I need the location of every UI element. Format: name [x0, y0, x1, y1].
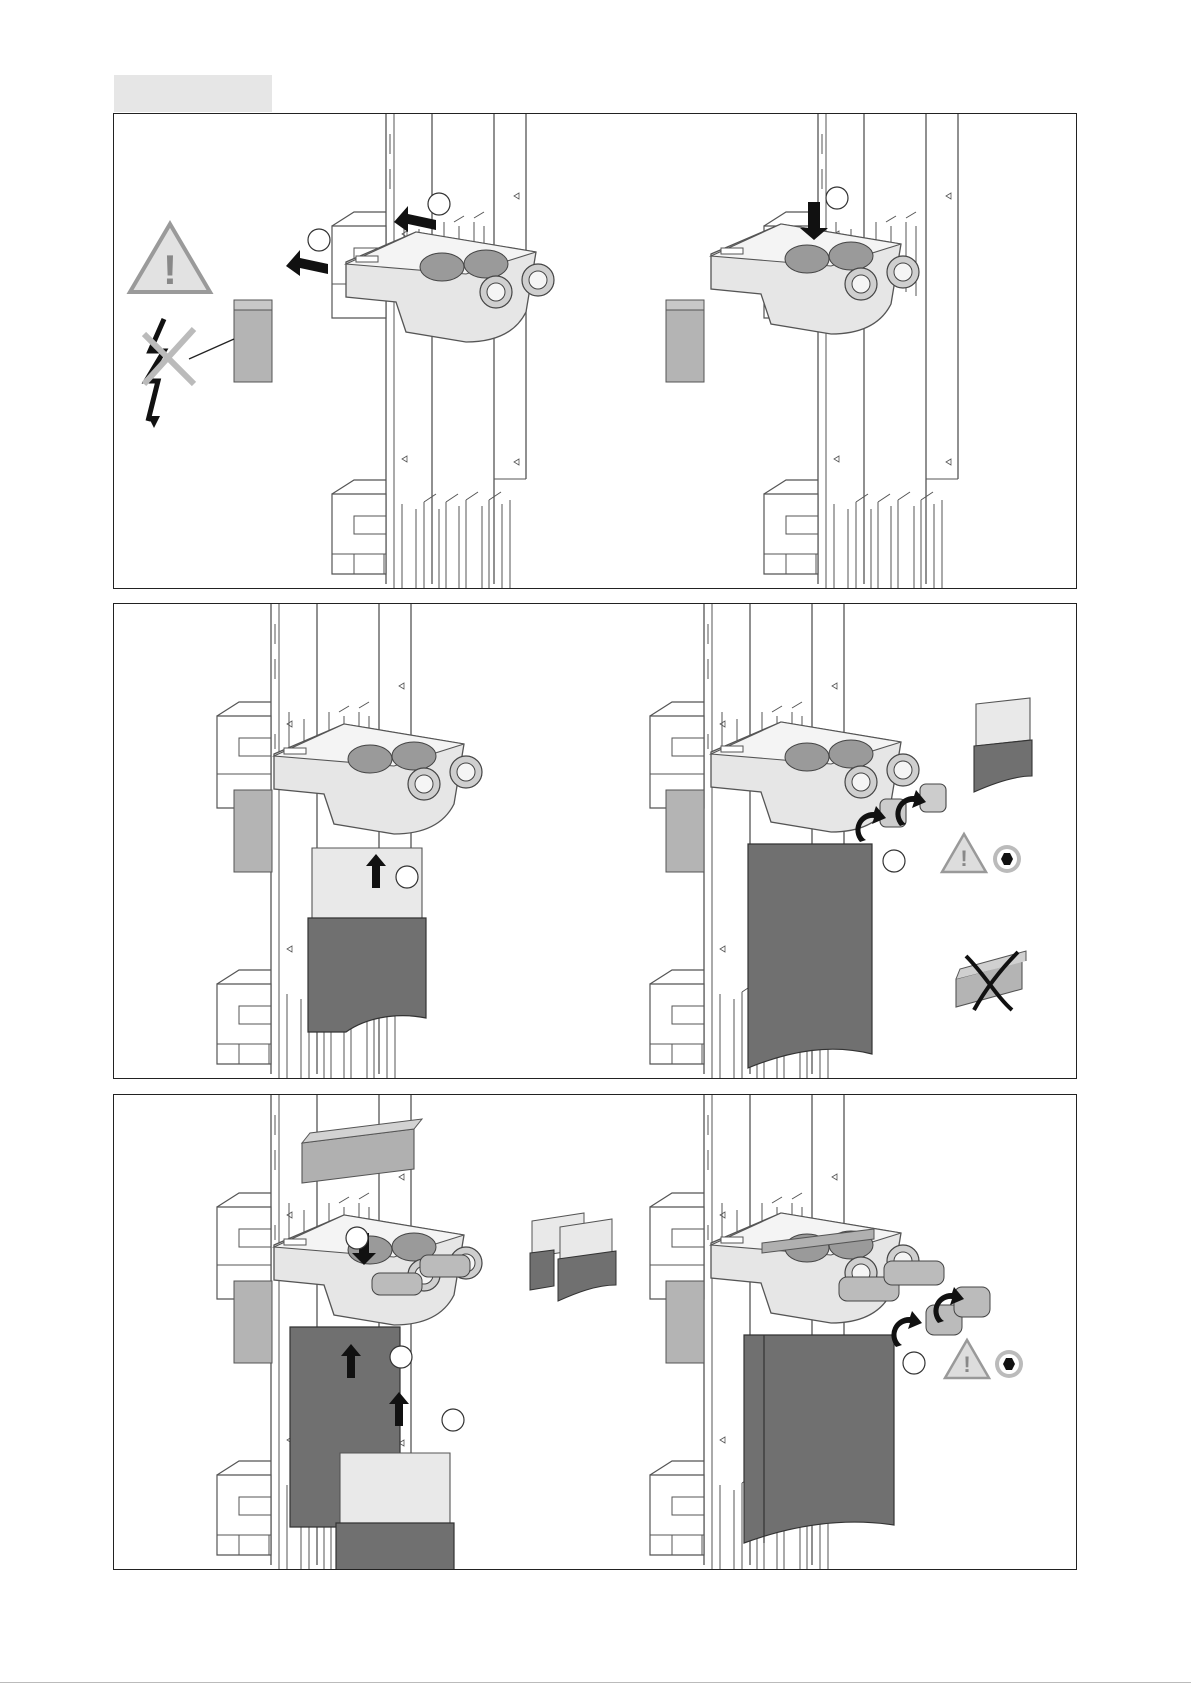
panel-2-illustration [114, 604, 1076, 1078]
instruction-panel-1: ! [113, 113, 1077, 589]
step-tighten-screws [642, 604, 1032, 1078]
hex-key-icon [995, 1350, 1023, 1378]
step-marker [883, 850, 905, 872]
svg-text:!: ! [163, 246, 177, 293]
step-insert-two-cable-lugs [209, 1095, 616, 1569]
step-marker [346, 1227, 368, 1249]
step-slide-clamp-onto-busbar: ! [130, 114, 554, 588]
step-marker [826, 187, 848, 209]
no-voltage-icon [144, 319, 194, 428]
page-footer-line [0, 1682, 1191, 1683]
warning-icon [942, 834, 986, 872]
step-marker [428, 193, 450, 215]
warning-icon: ! [130, 224, 210, 293]
step-tighten-long-screws [642, 1095, 1023, 1569]
instruction-panel-2 [113, 603, 1077, 1079]
step-insert-cable-lug-upward [209, 604, 482, 1078]
instruction-panel-3 [113, 1094, 1077, 1570]
panel-3-illustration [114, 1095, 1076, 1569]
section-header-tab [114, 75, 272, 112]
panel-1-illustration: ! [114, 114, 1076, 588]
step-press-clamp-down [666, 114, 958, 588]
step-marker [442, 1409, 464, 1431]
step-marker [308, 229, 330, 251]
hex-key-icon [993, 845, 1021, 873]
step-marker [390, 1346, 412, 1368]
step-marker [396, 866, 418, 888]
warning-icon [945, 1340, 989, 1378]
rotate-arrow-icon [891, 1311, 922, 1347]
cross-icon [956, 951, 1026, 1010]
step-marker [903, 1352, 925, 1374]
push-arrow-icon [286, 250, 328, 276]
